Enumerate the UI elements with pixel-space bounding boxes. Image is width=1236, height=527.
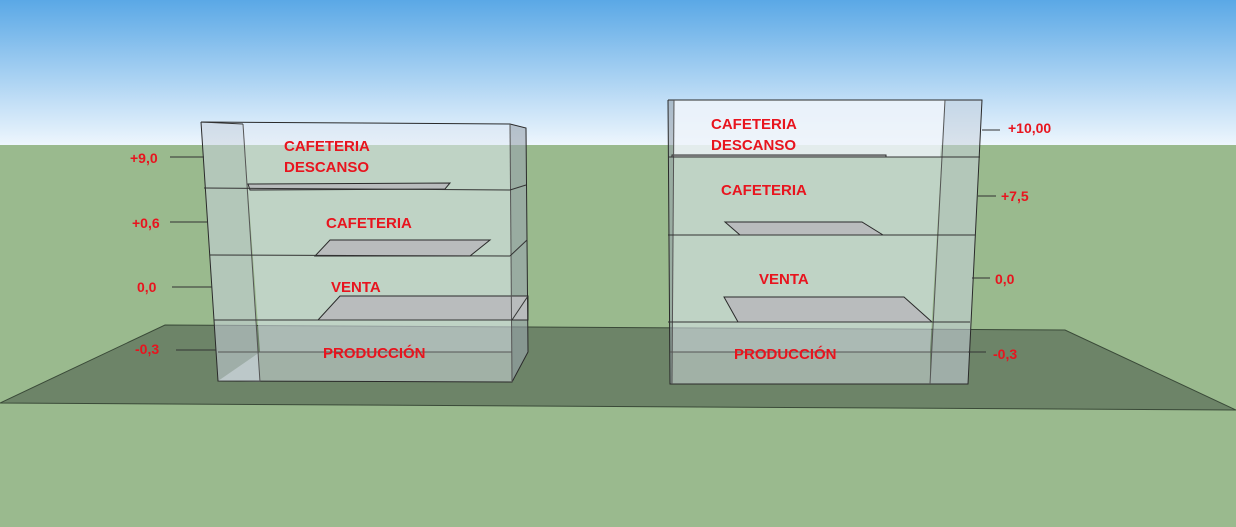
building-left-floor-plate [218,352,512,382]
building-right-level-label-4: -0,3 [993,346,1017,362]
ground-plane [0,324,1236,411]
building-right-top-volume [674,100,945,157]
building-left-edge [200,121,244,125]
building-right-floor-label-1: CAFETERIA DESCANSO [711,116,800,154]
building-left-slab-3 [316,295,529,321]
building-right-right-face [930,100,982,384]
building-left-floor-label-1-line-2: DESCANSO [284,159,369,176]
building-left-edge [242,123,261,383]
building-right-level-label-1: +10,00 [1008,120,1051,136]
building-left-back-wall [243,124,512,352]
building-left-floor-label-1-line-1: CAFETERIA [284,138,370,155]
building-left-floor-label-2: CAFETERIA [326,215,412,232]
building-left-side-face [201,122,260,382]
building-left-edge [203,187,511,191]
building-left-edge [509,239,528,257]
building-right-floor-plate [672,352,930,384]
building-right-edge [671,99,675,385]
building-left-level-label-1: +9,0 [130,150,158,166]
building-right-slab-3 [723,296,934,323]
building-left-level-label-4: -0,3 [135,341,159,357]
building-right-floor-label-2: CAFETERIA [721,182,807,199]
building-left-floor-label-1: CAFETERIA DESCANSO [284,138,373,176]
building-left-edge [209,254,511,257]
building-left-level-label-3: 0,0 [137,279,157,295]
building-left-floor-label-4: PRODUCCIÓN [323,344,426,362]
building-right-level-label-2: +7,5 [1001,188,1029,204]
building-left-floor-label-3: VENTA [331,279,381,296]
building-right-level-label-3: 0,0 [995,271,1015,287]
building-right-edge [929,99,946,385]
building-right-outline [667,99,983,385]
building-left-edge [509,184,527,191]
building-right: CAFETERIA DESCANSO CAFETERIA VENTA PRODU… [667,99,1051,385]
building-left-level-label-2: +0,6 [132,215,160,231]
building-right-slab-2 [723,221,885,236]
building-right-floor-label-1-line-1: CAFETERIA [711,116,797,133]
building-left-edge [511,295,529,321]
sky [0,0,1236,145]
building-right-floor-label-3: VENTA [759,271,809,288]
building-right-floor-label-4: PRODUCCIÓN [734,345,837,363]
building-right-floor-label-1-line-2: DESCANSO [711,137,796,154]
building-left-slab-2 [313,239,492,257]
building-left: CAFETERIA DESCANSO CAFETERIA VENTA PRODU… [130,121,529,383]
building-left-edge [509,123,513,383]
